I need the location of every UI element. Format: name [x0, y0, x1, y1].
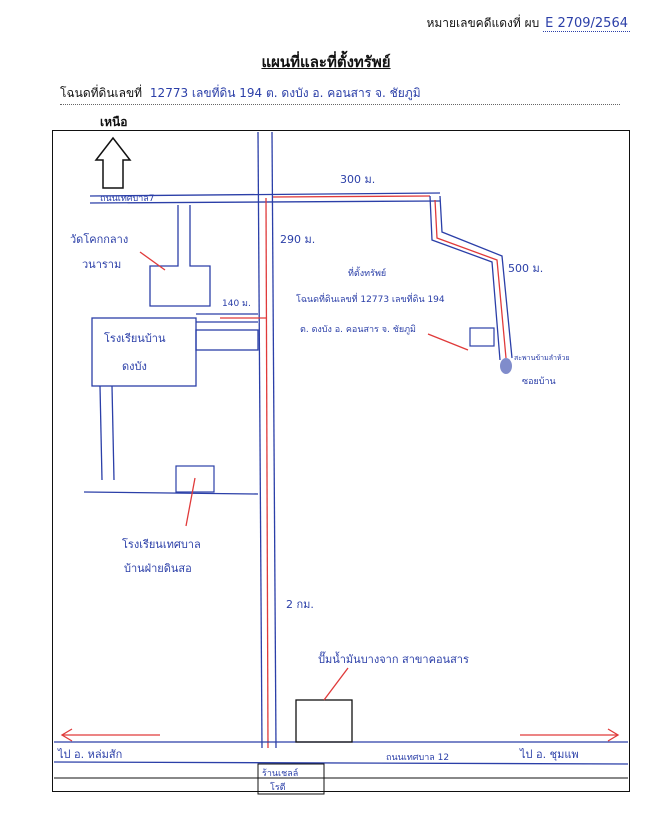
label-property-1: ที่ตั้งทรัพย์ — [348, 266, 386, 279]
label-to-left: ไป อ. หล่มสัก — [57, 748, 122, 761]
road-top — [89, 192, 441, 204]
label-school-2: โรงเรียนเทศบาล — [122, 537, 201, 551]
deed-label: โฉนดที่ดินเลขที่ — [60, 86, 143, 100]
deed-line: โฉนดที่ดินเลขที่ 12773 เลขที่ดิน 194 ต. … — [60, 84, 620, 105]
label-dist-290: 290 ม. — [280, 233, 315, 246]
north-label: เหนือ — [100, 115, 128, 129]
bottom-box — [257, 763, 325, 795]
label-property-2: โฉนดที่ดินเลขที่ 12773 เลขที่ดิน 194 — [296, 292, 445, 305]
temple-building — [139, 205, 211, 307]
arrow-left-icon — [60, 728, 160, 742]
label-temple: วัดโคกกลาง — [70, 232, 128, 246]
label-bridge-1: สะพานข้ามลำห้วย — [514, 354, 570, 362]
label-dist-2km: 2 กม. — [286, 598, 314, 611]
label-road-bottom: ถนนเทศบาล 12 — [386, 753, 449, 763]
page-title: แผนที่และที่ตั้งทรัพย์ — [261, 53, 391, 71]
label-school-1: โรงเรียนบ้าน — [104, 331, 166, 345]
label-dist-300: 300 ม. — [340, 173, 375, 186]
label-property-3: ต. ดงบัง อ. คอนสาร จ. ชัยภูมิ — [300, 324, 416, 335]
label-dist-140: 140 ม. — [222, 299, 251, 309]
north-arrow-icon — [94, 136, 132, 189]
deed-value: 12773 เลขที่ดิน 194 ต. ดงบัง อ. คอนสาร จ… — [149, 86, 421, 100]
arrow-right-icon — [520, 728, 620, 742]
gas-station-building — [295, 667, 353, 743]
case-number-value: E 2709/2564 — [543, 16, 630, 32]
label-bridge-2: ซอยบ้าน — [522, 376, 556, 387]
label-bottom-box-2: โรตี — [270, 782, 286, 793]
road-side-140 — [196, 313, 266, 323]
label-school-1b: ดงบัง — [122, 360, 147, 373]
label-dist-500: 500 ม. — [508, 262, 543, 275]
label-temple-2: วนาราม — [82, 258, 121, 271]
road-middle — [83, 465, 259, 527]
road-branch-right — [429, 195, 513, 374]
label-to-right: ไป อ. ชุมแพ — [519, 748, 579, 761]
road-main-vertical — [257, 131, 277, 749]
school-building-1 — [91, 317, 259, 481]
map-frame — [52, 130, 630, 792]
property-arrow — [427, 333, 469, 351]
label-bottom-box-1: ร้านเชลล์ — [262, 767, 298, 779]
case-number-label: หมายเลขคดีแดงที่ ผบ — [426, 16, 540, 30]
case-number-line: หมายเลขคดีแดงที่ ผบ E 2709/2564 — [426, 14, 630, 33]
label-gas-station: ปั๊มน้ำมันบางจาก สาขาคอนสาร — [318, 651, 469, 666]
label-road-top: ถนนเทศบาล7 — [100, 194, 154, 204]
label-school-2b: บ้านฝ่ายดินสอ — [124, 562, 192, 575]
